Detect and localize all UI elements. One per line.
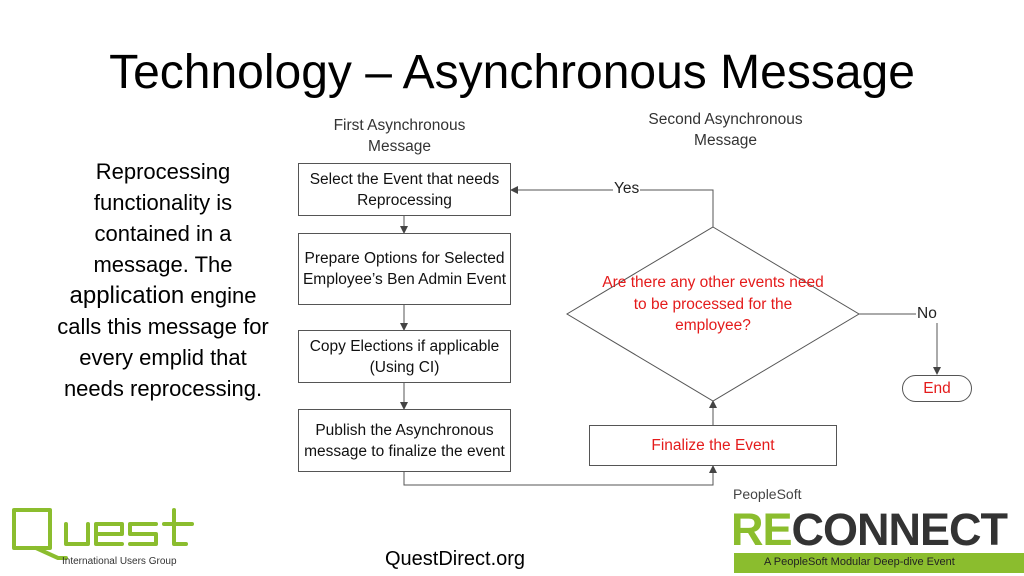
lane-label-first: First Asynchronous Message xyxy=(333,117,466,155)
peoplesoft-label: PeopleSoft xyxy=(733,486,802,502)
arrow-decision-yes xyxy=(510,186,714,227)
reconnect-tagline-bar: A PeopleSoft Modular Deep-dive Event xyxy=(734,553,1024,573)
arrow-step4-finalize xyxy=(403,465,717,486)
quest-logo-icon xyxy=(12,508,194,560)
reconnect-logo-re: RE xyxy=(731,504,793,555)
step-select-event: Select the Event that needs Reprocessing xyxy=(298,163,511,216)
side-text-part1: Reprocessing functionality is contained … xyxy=(93,159,233,277)
side-text-part2c: engine calls this message for every empl… xyxy=(57,283,269,401)
side-text-part2b: application xyxy=(69,282,185,309)
quest-logo-subtitle: International Users Group xyxy=(62,556,177,567)
reconnect-logo: RECONNECT xyxy=(731,504,1008,555)
yes-label: Yes xyxy=(613,180,641,198)
side-description: Reprocessing functionality is contained … xyxy=(50,156,276,404)
step-prepare-options: Prepare Options for Selected Employee’s … xyxy=(298,233,511,305)
step-copy-elections: Copy Elections if applicable (Using CI) xyxy=(298,330,511,383)
footer-link[interactable]: QuestDirect.org xyxy=(385,548,526,570)
step-publish-message: Publish the Asynchronous message to fina… xyxy=(298,409,511,472)
reconnect-tagline: A PeopleSoft Modular Deep-dive Event xyxy=(764,556,955,568)
no-label: No xyxy=(916,305,938,323)
arrow-decision-no xyxy=(859,313,941,375)
decision-question: Are there any other events need to be pr… xyxy=(602,274,824,334)
side-text-part2a: The xyxy=(194,252,233,277)
decision-diamond xyxy=(566,226,860,402)
step-finalize-event: Finalize the Event xyxy=(589,425,837,466)
end-terminal: End xyxy=(902,375,972,402)
reconnect-logo-connect: CONNECT xyxy=(791,504,1008,555)
slide-title: Technology – Asynchronous Message xyxy=(109,46,915,99)
lane-label-second: Second Asynchronous Message xyxy=(648,111,803,149)
